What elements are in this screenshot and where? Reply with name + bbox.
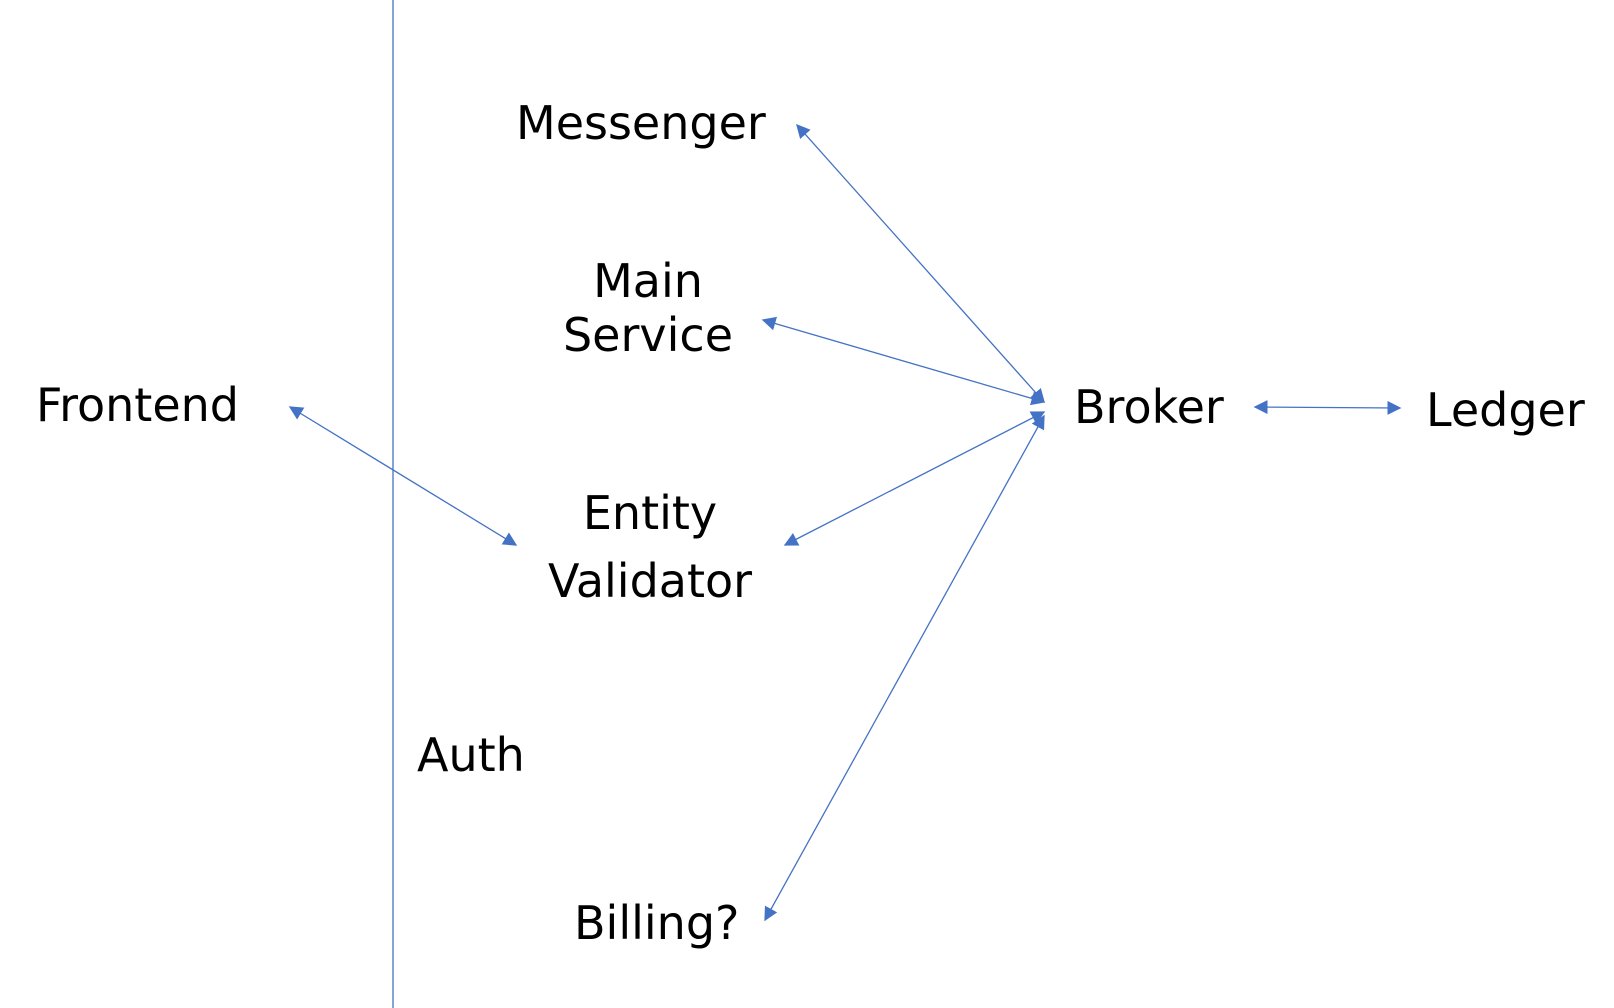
edges-group (288, 123, 1402, 922)
main-service-label: Main Service (553, 258, 743, 358)
frontend-label: Frontend (36, 378, 240, 432)
broker-label: Broker (1074, 380, 1224, 434)
ledger-label: Ledger (1426, 383, 1585, 437)
edge-broker-billing (764, 414, 1045, 922)
edge-frontend-entity-validator (288, 406, 518, 546)
entity-validator-line-2: Validator (547, 554, 753, 608)
billing-label: Billing? (574, 896, 740, 950)
edge-broker-messenger (796, 123, 1045, 404)
main-service-line-1: Main (593, 254, 703, 308)
edge-broker-main-service (761, 316, 1046, 406)
messenger-label: Messenger (516, 96, 766, 150)
entity-validator-line-1: Entity (582, 486, 718, 540)
auth-label: Auth (417, 728, 525, 782)
entity-validator-label: Entity Validator (535, 490, 765, 604)
main-service-line-2: Service (562, 308, 733, 362)
edge-broker-entity-validator (783, 411, 1046, 546)
edge-broker-ledger (1253, 400, 1402, 415)
